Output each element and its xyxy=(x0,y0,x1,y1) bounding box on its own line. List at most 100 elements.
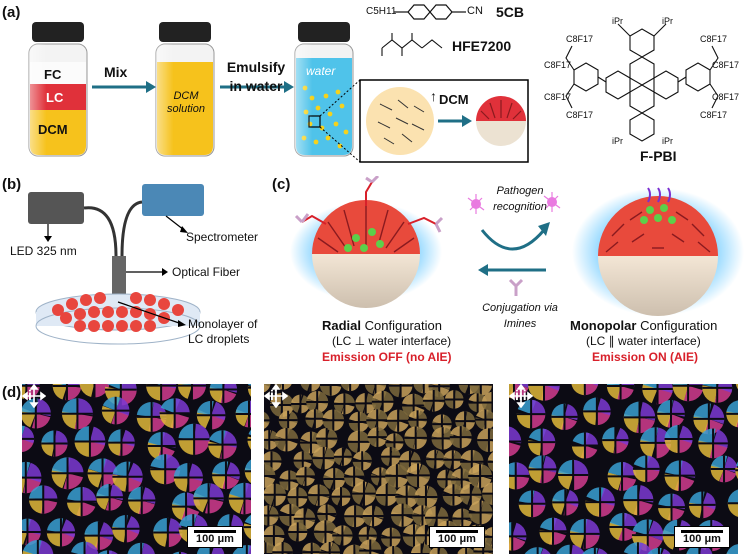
lc-droplet-texture xyxy=(332,525,352,545)
lc-droplet-texture xyxy=(522,547,553,554)
lc-droplet-texture xyxy=(509,462,529,489)
dcm-arrow-label: DCM xyxy=(439,92,469,107)
lc-droplet-texture xyxy=(245,457,251,486)
lc-droplet-texture xyxy=(178,424,209,455)
lc-droplet-texture xyxy=(698,429,728,459)
lc-droplet-texture xyxy=(519,490,546,517)
vial-layer-fc: FC xyxy=(44,67,61,82)
mono-sub: (LC ∥ water interface) xyxy=(586,334,701,348)
lc-droplet-texture xyxy=(509,522,526,550)
lc-droplet-texture xyxy=(323,468,345,490)
lc-droplet-texture xyxy=(52,457,84,489)
lc-droplet-texture xyxy=(300,384,321,392)
lc-droplet-texture xyxy=(212,461,240,489)
panel-a-graphics xyxy=(0,0,746,175)
lc-droplet-texture xyxy=(376,484,398,506)
lc-droplet-texture xyxy=(558,460,588,490)
fpbi-group-ipr: iPr xyxy=(662,16,673,26)
lc-droplet-texture xyxy=(528,429,555,456)
lc-droplet-texture xyxy=(75,426,106,457)
lc-droplet-texture xyxy=(552,489,578,515)
pathogen-label: Pathogen recognition xyxy=(482,183,558,215)
lc-droplet-texture xyxy=(323,409,345,431)
spectrometer-label: Spectrometer xyxy=(186,230,258,244)
mono-bold: Monopolar xyxy=(570,318,636,333)
lc-droplet-texture xyxy=(308,484,329,505)
lc-droplet-texture xyxy=(406,463,430,487)
lc-droplet-texture xyxy=(275,428,299,452)
radial-sub: (LC ⊥ water interface) xyxy=(332,334,451,348)
scale-bar: 100 μm xyxy=(674,526,730,548)
vial-layer-dcm: DCM xyxy=(38,122,68,137)
lc-droplet-texture xyxy=(210,384,237,403)
lc-droplet-texture xyxy=(572,432,598,458)
lc-droplet-texture xyxy=(67,487,96,516)
lc-droplet-texture xyxy=(160,398,190,428)
lc-droplet-texture xyxy=(264,505,279,525)
radial-emission: Emission OFF (no AIE) xyxy=(322,350,452,364)
fpbi-group-c8f17: C8F17 xyxy=(544,92,571,102)
lc-droplet-texture xyxy=(509,426,521,457)
lc-droplet-texture xyxy=(112,515,139,542)
lc-droplet-texture xyxy=(368,427,388,447)
lc-droplet-texture xyxy=(244,513,251,541)
fpbi-group-c8f17: C8F17 xyxy=(712,92,739,102)
lc-droplet-texture xyxy=(127,543,155,554)
lc-droplet-texture xyxy=(735,455,738,486)
lc-droplet-texture xyxy=(728,489,738,518)
panel-label-d: (d) xyxy=(2,384,21,401)
lc-droplet-texture xyxy=(372,391,394,413)
lc-droplet-texture xyxy=(665,425,693,453)
micrograph-i: i 100 μm xyxy=(22,384,251,554)
lc-droplet-texture xyxy=(477,428,493,452)
lc-droplet-texture xyxy=(689,492,716,519)
lc-droplet-texture xyxy=(193,483,223,513)
lc-droplet-texture xyxy=(305,409,324,428)
vial-dcm-solution xyxy=(156,22,214,156)
lc-droplet-texture xyxy=(349,412,369,432)
vial-emulsion xyxy=(295,22,353,156)
lc-droplet-texture xyxy=(570,519,600,549)
lc-droplet-texture xyxy=(633,455,660,482)
lc-droplet-texture xyxy=(736,384,738,395)
lc-droplet-texture xyxy=(665,460,696,491)
lc-droplet-texture xyxy=(673,384,704,401)
radial-rest: Configuration xyxy=(365,318,442,333)
monolayer-label: Monolayer of LC droplets xyxy=(188,317,272,347)
lc-droplet-texture xyxy=(264,483,286,506)
fpbi-group-c8f17: C8F17 xyxy=(544,60,571,70)
fpbi-group-c8f17: C8F17 xyxy=(566,110,593,120)
lc-droplet-texture xyxy=(352,482,376,506)
lc-droplet-texture xyxy=(312,447,335,470)
lc-droplet-texture xyxy=(22,426,34,452)
lc-droplet-texture xyxy=(197,401,226,430)
lc-droplet-texture xyxy=(571,384,598,395)
lc-droplet-texture xyxy=(208,430,237,459)
scale-bar: 100 μm xyxy=(187,526,243,548)
lc-droplet-texture xyxy=(302,543,321,554)
radial-bold: Radial xyxy=(322,318,361,333)
lc-droplet-texture xyxy=(348,431,371,454)
chem-fpbi-label: F-PBI xyxy=(640,148,677,164)
lc-droplet-texture xyxy=(443,450,462,469)
dcm-solution-label: DCM solution xyxy=(158,90,214,116)
lc-droplet-texture xyxy=(128,487,155,514)
lc-droplet-texture xyxy=(555,545,586,554)
lc-droplet-texture xyxy=(702,384,732,403)
lc-droplet-texture xyxy=(711,456,738,483)
lc-droplet-texture xyxy=(29,485,57,513)
fpbi-group-ipr: iPr xyxy=(662,136,673,146)
lc-droplet-texture xyxy=(607,384,634,400)
lc-droplet-texture xyxy=(247,424,251,455)
micrograph-iii: iii 100 μm xyxy=(509,384,738,554)
lc-droplet-texture xyxy=(469,501,493,525)
lc-droplet-texture xyxy=(657,400,685,428)
lc-droplet-texture xyxy=(296,467,315,486)
lc-droplet-texture xyxy=(381,528,401,548)
lc-droplet-texture xyxy=(363,505,384,526)
micrograph-ii: ii 100 μm xyxy=(264,384,493,554)
lc-droplet-texture xyxy=(293,451,312,470)
lc-droplet-texture xyxy=(623,485,653,515)
lc-droplet-texture xyxy=(387,410,409,432)
water-label: water xyxy=(306,64,335,78)
